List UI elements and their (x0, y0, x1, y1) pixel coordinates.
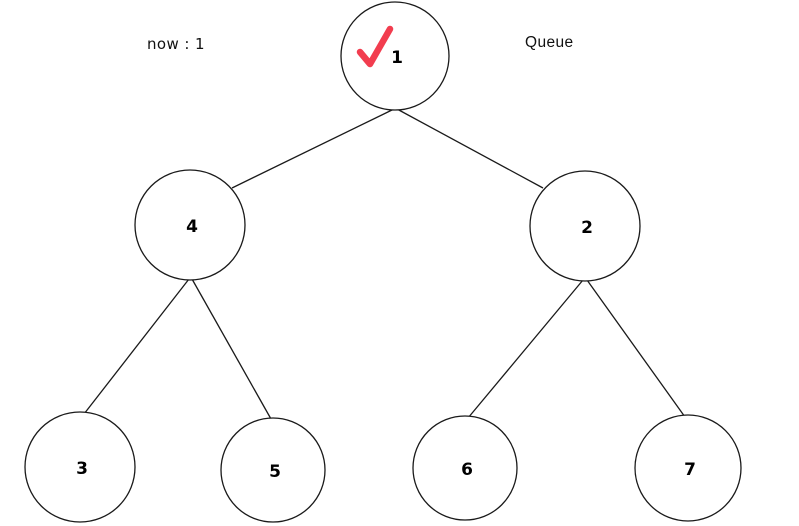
tree-node-1[interactable]: 1 (340, 1, 450, 111)
node-label-5: 5 (269, 462, 281, 482)
tree-edge-n4-n5 (191, 278, 272, 420)
node-circle-1[interactable] (340, 1, 450, 111)
node-circle-5[interactable] (220, 417, 326, 523)
tree-node-6[interactable]: 6 (412, 415, 518, 521)
node-label-6: 6 (461, 460, 473, 480)
tree-edge-n2-n6 (467, 279, 584, 419)
tree-edge-root-n2 (396, 108, 544, 189)
node-label-2: 2 (581, 218, 593, 238)
node-circle-3[interactable] (24, 411, 136, 523)
node-label-3: 3 (76, 459, 88, 479)
node-circle-7[interactable] (634, 414, 742, 522)
tree-edge-n4-n3 (83, 278, 190, 415)
node-circle-2[interactable] (529, 170, 641, 282)
node-label-4: 4 (186, 217, 198, 237)
tree-node-7[interactable]: 7 (634, 414, 742, 522)
check-mark-overlay (356, 25, 394, 68)
tree-edge-n2-n7 (586, 279, 686, 418)
now-label: now : 1 (147, 35, 205, 53)
queue-label: Queue (525, 34, 574, 51)
tree-node-3[interactable]: 3 (24, 411, 136, 523)
node-label-7: 7 (684, 460, 696, 480)
tree-nodes: 1 4 2 3 5 6 7 (24, 1, 742, 523)
node-label-1: 1 (391, 48, 403, 68)
tree-node-4[interactable]: 4 (134, 169, 246, 281)
tree-node-2[interactable]: 2 (529, 170, 641, 282)
node-circle-6[interactable] (412, 415, 518, 521)
node-circle-4[interactable] (134, 169, 246, 281)
tree-node-5[interactable]: 5 (220, 417, 326, 523)
tree-edge-root-n4 (231, 108, 395, 189)
tree-edges (83, 108, 686, 420)
check-mark-icon (356, 25, 394, 68)
